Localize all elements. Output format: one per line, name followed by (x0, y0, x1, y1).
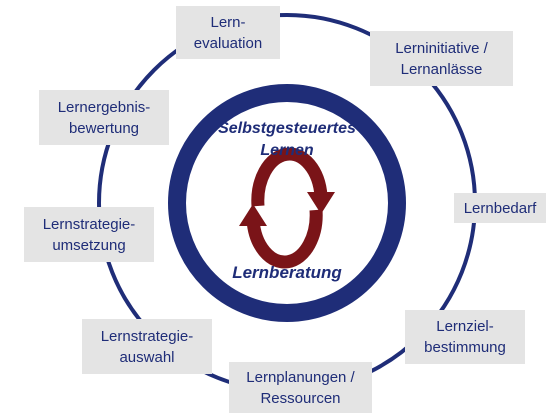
step-line: Ressourcen (260, 389, 341, 407)
step-line: bewertung (68, 119, 140, 137)
step-line: evaluation (193, 34, 263, 52)
step-line: Lerninitiative / (395, 39, 488, 57)
step-line: bestimmung (424, 339, 506, 356)
step-line: Lernplanungen / (246, 368, 355, 386)
center-bottom-label: Lernberatung (232, 263, 342, 282)
step-lernzielbestimmung: Lernziel- bestimmung (405, 310, 525, 364)
step-lernstrategieumsetzung: Lernstrategie- umsetzung (24, 207, 154, 262)
center-title-line2: Lernen (260, 142, 314, 159)
cycle-arrows-icon (239, 147, 335, 269)
step-line: auswahl (119, 348, 175, 366)
step-line: Lernziel- (436, 318, 494, 335)
inner-ring (168, 84, 406, 322)
step-lernevaluation: Lern- evaluation (176, 6, 280, 59)
step-line: Lernstrategie- (42, 215, 136, 233)
step-line: Lernergebnis- (57, 98, 151, 116)
center-title-line1: Selbstgesteuertes (218, 120, 356, 137)
step-line: Lernstrategie- (100, 327, 194, 345)
step-line: Lernbedarf (463, 199, 537, 217)
step-line: Lern- (210, 13, 246, 31)
step-lernplanungen: Lernplanungen / Ressourcen (229, 362, 372, 413)
step-lerninitiative: Lerninitiative / Lernanlässe (370, 31, 513, 86)
step-line: Lernanlässe (400, 60, 483, 78)
step-line: umsetzung (52, 236, 126, 254)
step-lernergebnisbewertung: Lernergebnis- bewertung (39, 90, 169, 145)
step-lernbedarf: Lernbedarf (454, 193, 546, 223)
step-lernstrategieauswahl: Lernstrategie- auswahl (82, 319, 212, 374)
